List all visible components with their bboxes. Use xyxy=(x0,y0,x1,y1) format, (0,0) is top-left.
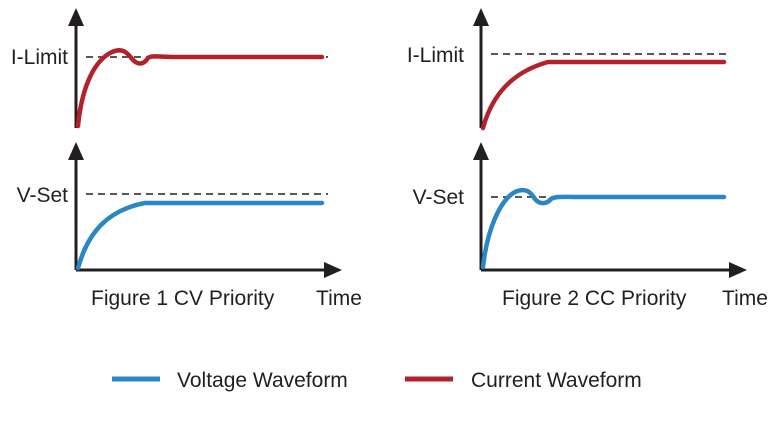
figure-1-caption: Figure 1 CV Priority xyxy=(91,287,275,310)
figure-2-top-y-arrow xyxy=(473,8,489,26)
figure-2-current-waveform xyxy=(480,59,727,131)
figure-1-time-label: Time xyxy=(316,287,362,310)
figure-1-time-arrow xyxy=(324,262,342,278)
figure-2-time-label: Time xyxy=(722,287,768,310)
figure-2: I-Limit V-Set Figure 2 CC Priority Time xyxy=(407,8,768,310)
figure-2-bottom-y-arrow xyxy=(473,142,489,160)
figure-2-v-set-label: V-Set xyxy=(413,186,465,209)
figure-1-i-limit-label: I-Limit xyxy=(11,46,68,69)
legend: Voltage Waveform Current Waveform xyxy=(112,369,642,392)
figure-1-voltage-waveform xyxy=(75,200,325,271)
legend-voltage-label: Voltage Waveform xyxy=(177,369,348,392)
figure-2-time-arrow xyxy=(729,262,747,278)
figure-1-bottom-y-arrow xyxy=(68,142,84,160)
legend-current-label: Current Waveform xyxy=(471,369,642,392)
figure-2-voltage-waveform xyxy=(480,187,727,270)
figure-2-i-limit-label: I-Limit xyxy=(407,44,464,67)
figure-1-v-set-label: V-Set xyxy=(17,184,69,207)
figure-1-current-waveform xyxy=(75,48,325,129)
figure-1: I-Limit V-Set Figure 1 CV Priority Time xyxy=(11,8,362,310)
figure-2-caption: Figure 2 CC Priority xyxy=(502,287,687,310)
figure-1-top-y-arrow xyxy=(68,8,84,26)
